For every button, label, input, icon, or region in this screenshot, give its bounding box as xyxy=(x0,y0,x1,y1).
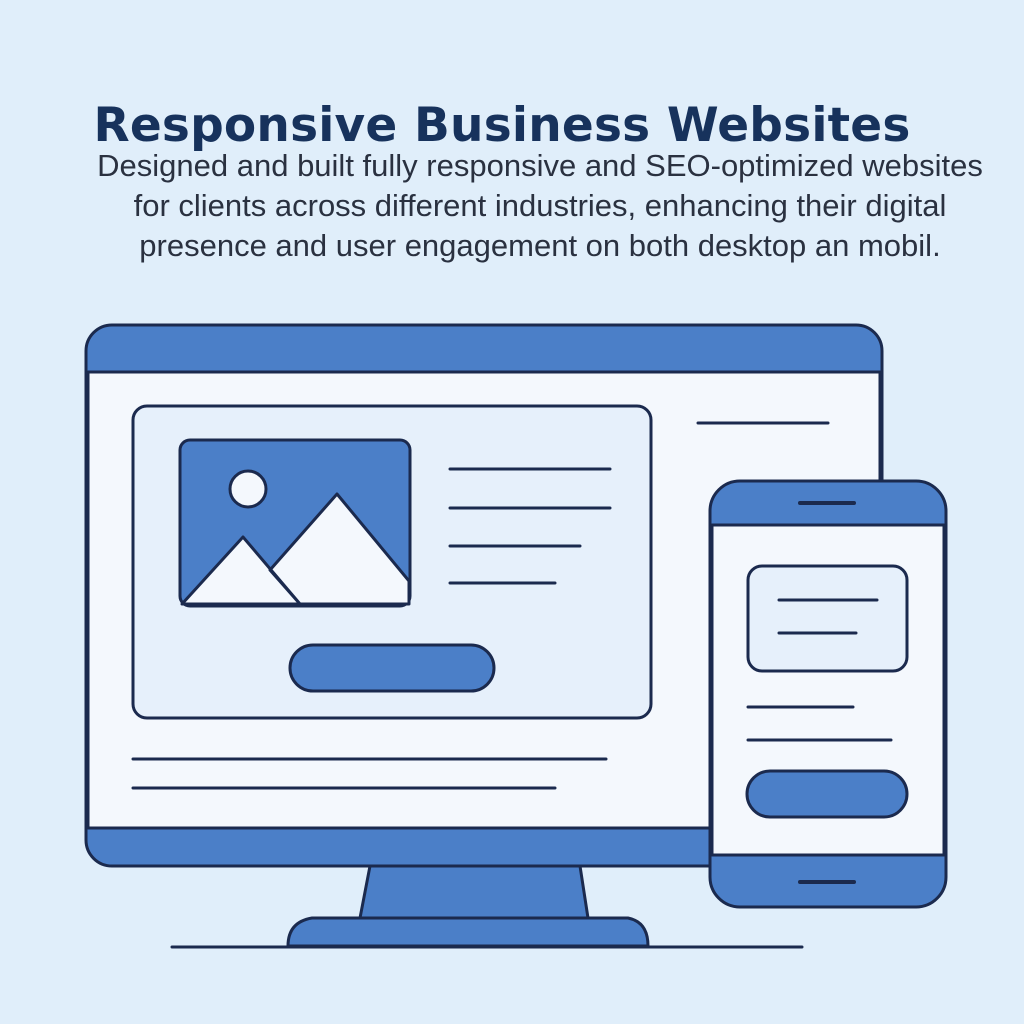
description-line-3: presence and user engagement on both des… xyxy=(139,228,941,263)
card-button-shape xyxy=(288,643,496,693)
page-description: Designed and built fully responsive and … xyxy=(60,146,1020,266)
description-line-2: for clients across different industries,… xyxy=(133,188,947,223)
description-line-1: Designed and built fully responsive and … xyxy=(97,148,983,183)
page-title: Responsive Business Websites xyxy=(93,98,911,154)
image-sun xyxy=(228,469,268,509)
smartphone-icon xyxy=(708,479,948,909)
image-placeholder-icon xyxy=(178,438,412,608)
image-mountains xyxy=(180,492,411,606)
phone-card xyxy=(746,564,909,673)
monitor-stand-base xyxy=(286,916,650,948)
phone-button-shape xyxy=(745,769,909,819)
monitor-stand-neck xyxy=(358,864,590,920)
